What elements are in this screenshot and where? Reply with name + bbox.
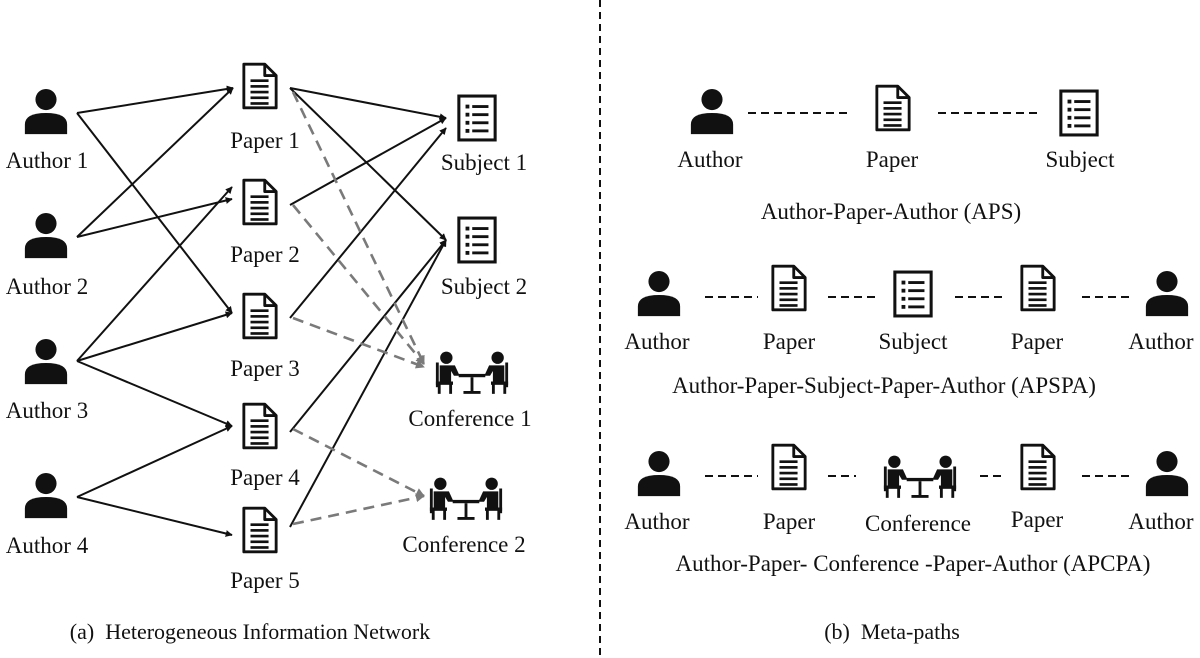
document-icon bbox=[242, 402, 278, 450]
person-icon bbox=[24, 338, 68, 385]
node-label: Author bbox=[677, 147, 743, 172]
node-label: Paper 3 bbox=[230, 356, 300, 381]
node-label: Paper 5 bbox=[230, 568, 300, 593]
node-label: Author 4 bbox=[6, 533, 89, 558]
person-icon bbox=[637, 450, 681, 497]
meta-path: Author Paper Subject Author-Paper-Author… bbox=[677, 84, 1116, 224]
node-label: Subject bbox=[1046, 147, 1116, 172]
node-label: Subject 2 bbox=[441, 274, 527, 299]
document-icon bbox=[771, 264, 807, 312]
node-label: Paper 2 bbox=[230, 242, 300, 267]
node-label: Paper 4 bbox=[230, 465, 300, 490]
node-label: Paper 1 bbox=[230, 128, 300, 153]
document-icon bbox=[242, 506, 278, 554]
document-icon bbox=[1020, 443, 1056, 491]
panel-caption: (a) Heterogeneous Information Network bbox=[70, 619, 430, 644]
subject-node: Subject 1 bbox=[441, 94, 527, 175]
author-node: Author 3 bbox=[6, 338, 88, 423]
paper-node: Paper 2 bbox=[230, 178, 300, 267]
node-label: Subject bbox=[879, 329, 949, 354]
node-label: Author bbox=[1128, 329, 1194, 354]
node-label: Author 3 bbox=[6, 398, 88, 423]
person-icon bbox=[1145, 270, 1189, 317]
list-icon bbox=[893, 270, 933, 318]
right-panel: Author Paper Subject Author-Paper-Author… bbox=[624, 84, 1194, 644]
author-node: Author 2 bbox=[6, 212, 88, 299]
node-label: Paper bbox=[1011, 507, 1064, 532]
document-icon bbox=[875, 84, 911, 132]
meta-path-label: Author-Paper-Author (APS) bbox=[761, 199, 1021, 224]
node-label: Conference bbox=[865, 511, 971, 536]
paper-node: Paper 3 bbox=[230, 292, 300, 381]
node-label: Author bbox=[1128, 509, 1194, 534]
paper-node: Paper 1 bbox=[230, 62, 300, 153]
meta-path: Author Paper Conference Paper Author Aut… bbox=[624, 443, 1194, 576]
person-icon bbox=[690, 88, 734, 135]
conference-node: Conference 1 bbox=[408, 351, 532, 431]
person-icon bbox=[24, 212, 68, 259]
node-label: Author 1 bbox=[6, 148, 88, 173]
list-icon bbox=[457, 94, 497, 142]
person-icon bbox=[637, 270, 681, 317]
meeting-icon bbox=[883, 455, 957, 498]
author-node: Author 4 bbox=[6, 472, 89, 558]
node-label: Author bbox=[624, 329, 690, 354]
person-icon bbox=[24, 472, 68, 519]
paper-node: Paper 5 bbox=[230, 506, 300, 593]
meta-path: Author Paper Subject Paper Author Author… bbox=[624, 264, 1194, 398]
node-label: Conference 2 bbox=[402, 532, 525, 557]
document-icon bbox=[771, 443, 807, 491]
author-node: Author 1 bbox=[6, 88, 88, 173]
person-icon bbox=[1145, 450, 1189, 497]
document-icon bbox=[242, 178, 278, 226]
paper-node: Paper 4 bbox=[230, 402, 300, 490]
node-label: Author 2 bbox=[6, 274, 88, 299]
node-label: Paper bbox=[866, 147, 919, 172]
panel-caption: (b) Meta-paths bbox=[824, 619, 960, 644]
list-icon bbox=[457, 216, 497, 264]
left-panel: Author 1 Author 2 Author 3 Author 4 Pape… bbox=[6, 62, 532, 644]
conference-node: Conference 2 bbox=[402, 477, 526, 557]
document-icon bbox=[242, 292, 278, 340]
subject-node: Subject 2 bbox=[441, 216, 527, 299]
person-icon bbox=[24, 88, 68, 135]
meta-path-label: Author-Paper- Conference -Paper-Author (… bbox=[676, 551, 1151, 576]
meta-path-label: Author-Paper-Subject-Paper-Author (APSPA… bbox=[672, 373, 1096, 398]
document-icon bbox=[1020, 264, 1056, 312]
meeting-icon bbox=[429, 477, 503, 520]
node-label: Author bbox=[624, 509, 690, 534]
solid-edges bbox=[76, 85, 447, 537]
list-icon bbox=[1059, 89, 1099, 137]
node-label: Subject 1 bbox=[441, 150, 527, 175]
node-label: Paper bbox=[763, 329, 816, 354]
node-label: Conference 1 bbox=[408, 406, 531, 431]
document-icon bbox=[242, 62, 278, 110]
node-label: Paper bbox=[763, 509, 816, 534]
node-label: Paper bbox=[1011, 329, 1064, 354]
meeting-icon bbox=[435, 351, 509, 394]
dashed-edges bbox=[291, 91, 426, 526]
